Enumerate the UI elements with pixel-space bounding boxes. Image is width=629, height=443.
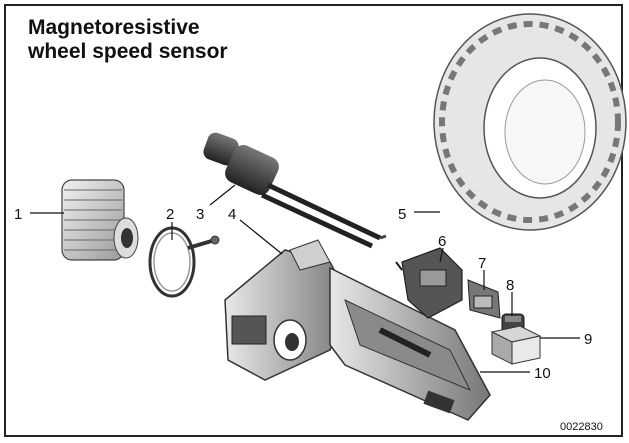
callout-1: 1 <box>14 206 22 223</box>
part-1-coil <box>61 179 139 261</box>
part-5-pulse-wheel <box>433 13 627 231</box>
callout-2: 2 <box>166 206 174 223</box>
callout-6: 6 <box>438 233 446 250</box>
leader-line-4 <box>239 219 283 255</box>
part-3-sensor-with-cable <box>203 132 387 249</box>
part-9-cube-element <box>490 325 542 365</box>
callout-7: 7 <box>478 255 486 272</box>
title-line-1: Magnetoresistive <box>28 16 200 39</box>
callout-10: 10 <box>534 365 551 382</box>
part-7-contact-element <box>467 279 501 319</box>
part-2-clamp-ring <box>148 226 220 298</box>
part-10-sensor-carrier <box>329 266 491 421</box>
diagram-title: Magnetoresistive wheel speed sensor <box>28 16 228 64</box>
figure-number: 0022830 <box>560 421 603 433</box>
callout-8: 8 <box>506 277 514 294</box>
leader-line-6 <box>439 247 444 263</box>
title-line-2: wheel speed sensor <box>28 40 228 63</box>
leader-line-3 <box>209 184 236 206</box>
leader-lines <box>30 184 580 373</box>
callout-4: 4 <box>228 206 236 223</box>
callout-3: 3 <box>196 206 204 223</box>
callout-5: 5 <box>398 206 406 223</box>
part-4-housing <box>224 239 351 381</box>
callout-9: 9 <box>584 331 592 348</box>
part-6-connector <box>395 247 463 319</box>
